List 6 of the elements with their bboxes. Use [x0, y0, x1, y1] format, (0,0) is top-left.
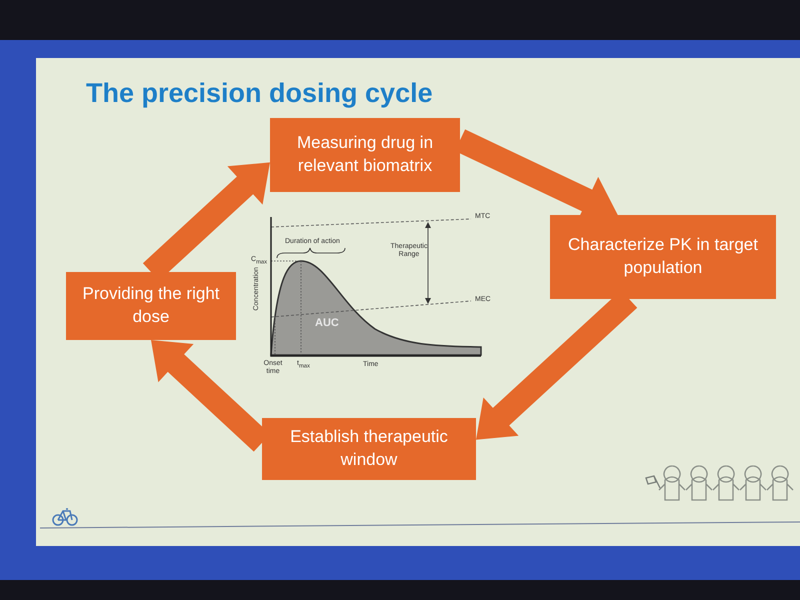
process-box: Measuring drug in relevant biomatrix: [270, 118, 460, 192]
process-box: Providing the right dose: [66, 272, 236, 340]
process-box: Characterize PK in target population: [550, 215, 776, 299]
slide-title: The precision dosing cycle: [86, 78, 433, 109]
area-label: AUC: [315, 317, 339, 330]
process-box: Establish therapeutic window: [262, 418, 476, 480]
